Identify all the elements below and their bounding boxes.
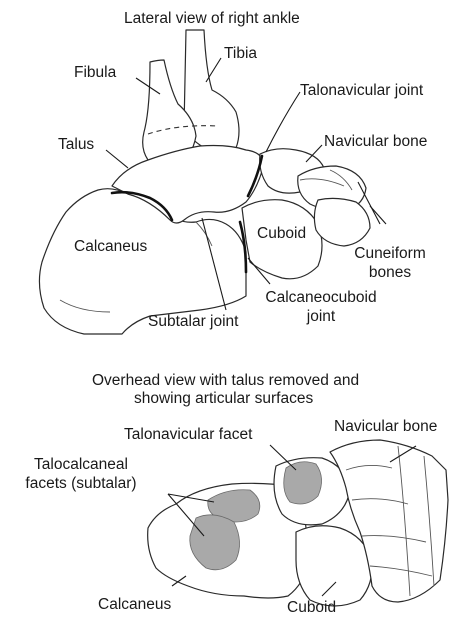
label-cuneiform-bones-line2: bones [348, 264, 432, 282]
label-talocalcaneal-facets-line1: Talocalcaneal [6, 456, 156, 474]
cuneiform-bone-2 [314, 198, 370, 246]
talonavicular-facet [284, 462, 322, 504]
label-subtalar-joint: Subtalar joint [148, 313, 238, 331]
overhead-cuboid [296, 526, 372, 606]
label-fibula: Fibula [74, 64, 116, 82]
label-talocalcaneal-facets-line2: facets (subtalar) [6, 475, 156, 493]
label-talonavicular-joint: Talonavicular joint [300, 82, 423, 100]
label-tibia: Tibia [224, 45, 257, 63]
overhead-view-title-line1: Overhead view with talus removed and [92, 371, 359, 390]
label-cuboid: Cuboid [257, 225, 306, 243]
label-talonavicular-facet: Talonavicular facet [124, 426, 252, 444]
label-talus: Talus [58, 136, 94, 154]
label-navicular-bone: Navicular bone [324, 133, 427, 151]
label-navicular-bone-overhead: Navicular bone [334, 418, 437, 436]
lateral-view-title: Lateral view of right ankle [124, 9, 300, 28]
label-calcaneocuboid-joint-line2: joint [258, 308, 384, 326]
label-calcaneus: Calcaneus [74, 238, 147, 256]
overhead-view-title-line2: showing articular surfaces [134, 389, 313, 408]
label-calcaneocuboid-joint-line1: Calcaneocuboid [258, 289, 384, 307]
label-cuneiform-bones-line1: Cuneiform [348, 245, 432, 263]
label-calcaneus-overhead: Calcaneus [98, 596, 171, 614]
label-cuboid-overhead: Cuboid [287, 599, 336, 617]
